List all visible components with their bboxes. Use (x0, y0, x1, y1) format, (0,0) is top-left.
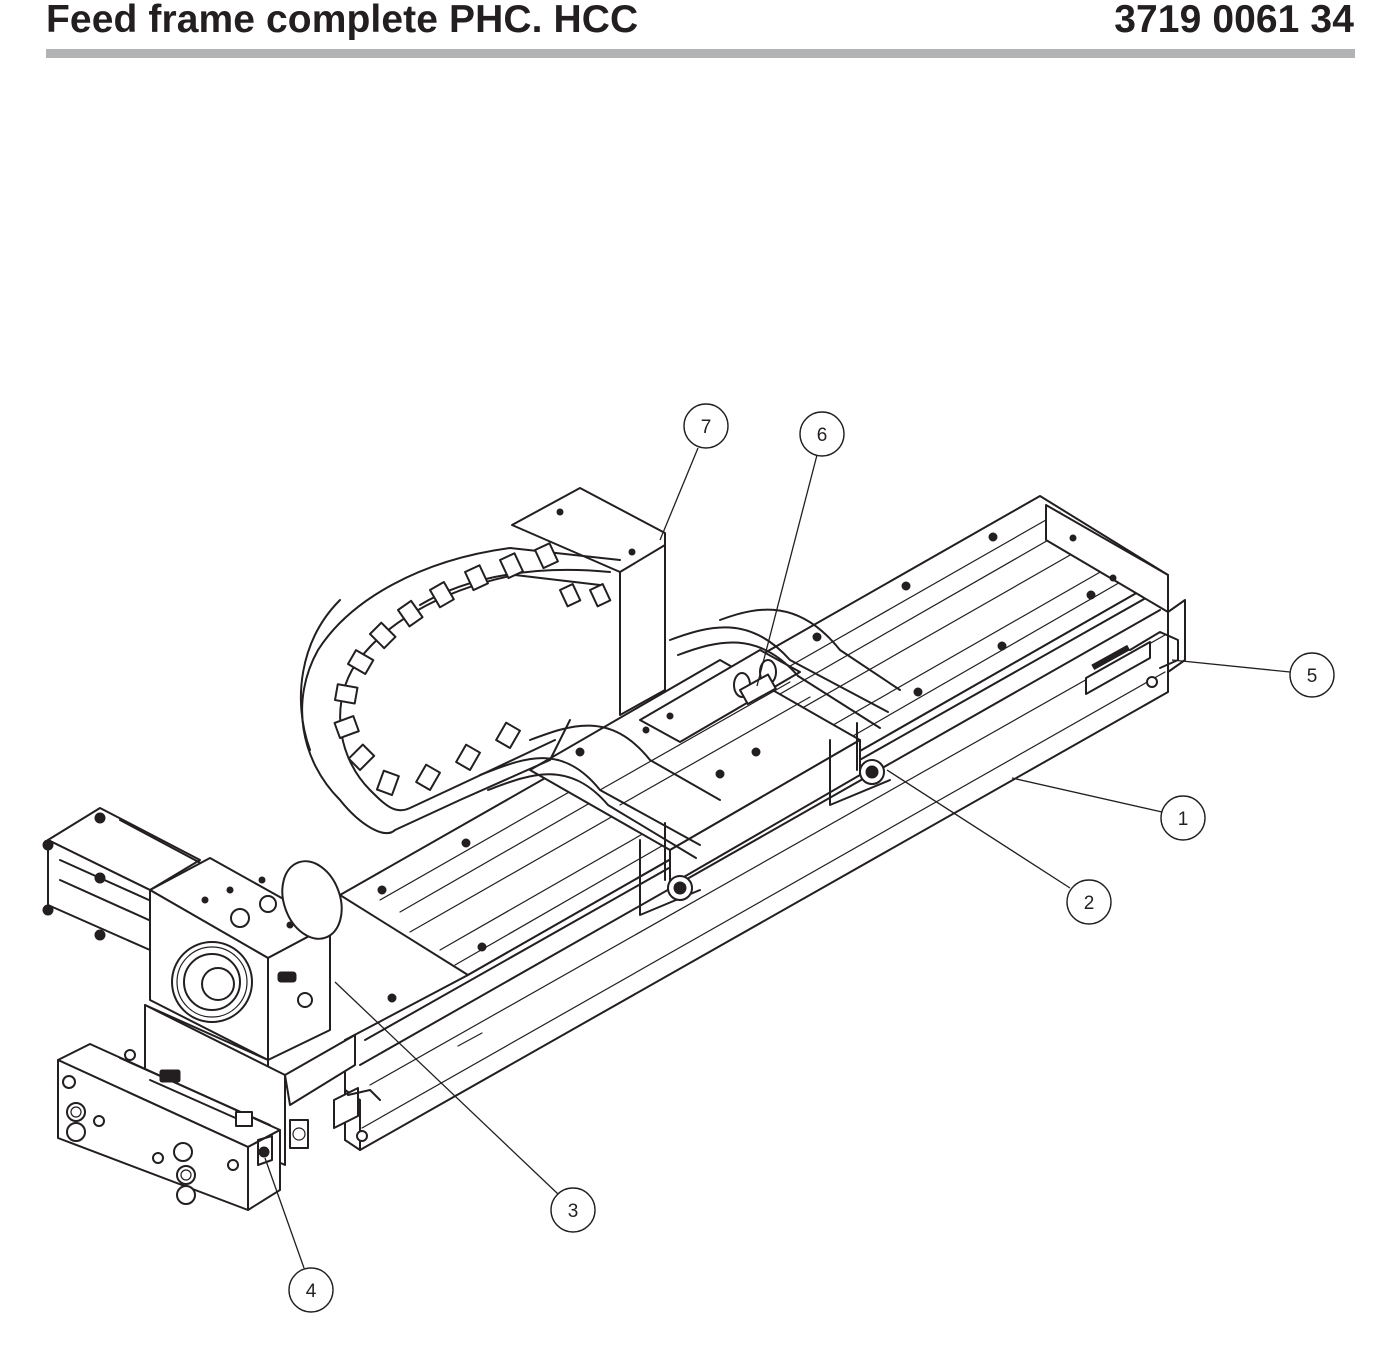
spindle-head (42, 807, 356, 1166)
callouts: 1 2 3 4 5 6 7 (264, 403, 1335, 1313)
callout-label-2: 2 (1084, 893, 1095, 914)
callout-bubble-3 (550, 1187, 596, 1233)
callout-bubble-6 (799, 411, 845, 457)
callout-label-7: 7 (701, 417, 712, 438)
callout-label-1: 1 (1178, 809, 1189, 830)
callout-label-5: 5 (1307, 666, 1318, 687)
part-number: 3719 0061 34 (1114, 0, 1354, 41)
callout-bubble-5 (1289, 652, 1335, 698)
front-mount-plate (57, 1043, 281, 1211)
callout-label-3: 3 (568, 1201, 579, 1222)
page-title: Feed frame complete PHC. HCC (46, 0, 639, 41)
callout-bubble-4 (288, 1267, 334, 1313)
sensor-bracket-end (1085, 631, 1179, 695)
callout-label-6: 6 (817, 425, 828, 446)
cable-chain (299, 487, 666, 835)
callout-bubble-2 (1066, 879, 1112, 925)
page-header: Feed frame complete PHC. HCC 3719 0061 3… (0, 0, 1400, 62)
callout-bubble-1 (1160, 795, 1206, 841)
header-rule (46, 49, 1355, 58)
callout-label-4: 4 (306, 1281, 317, 1302)
callout-bubble-7 (683, 403, 729, 449)
rail-end-bracket (333, 1032, 483, 1142)
chain-links (333, 542, 612, 797)
